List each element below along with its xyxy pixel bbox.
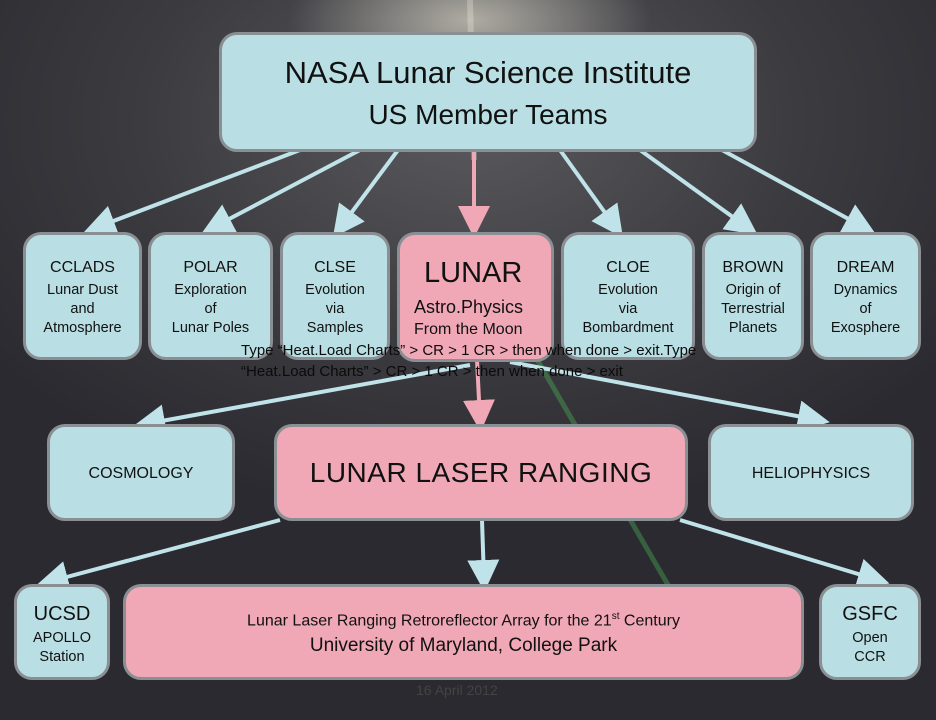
team-name: DREAM xyxy=(836,259,895,276)
arrow-to-gsfc xyxy=(679,518,890,590)
lunar-line1: Astro.Physics xyxy=(414,297,524,317)
arrow-to-cloe xyxy=(558,148,623,238)
arrow-to-cosmology xyxy=(133,363,471,437)
gsfc-name: GSFC xyxy=(842,603,898,625)
header-title: NASA Lunar Science Institute xyxy=(284,55,692,90)
ucsd-name: UCSD xyxy=(33,603,91,625)
cosmology-label: COSMOLOGY xyxy=(88,465,194,482)
arrow-to-llrra xyxy=(467,519,500,592)
team-box-lunar: LUNAR Astro.Physics From the Moon xyxy=(397,232,554,362)
team-name: BROWN xyxy=(722,259,784,276)
arrow-to-polar xyxy=(201,148,361,234)
header-subtitle: US Member Teams xyxy=(368,99,608,130)
blue-arrows xyxy=(36,148,890,593)
arrow-to-heliophysics xyxy=(509,360,830,433)
llrra-institution: University of Maryland, College Park xyxy=(309,635,618,656)
llr-box: LUNAR LASER RANGING xyxy=(274,424,688,521)
footer-date: 16 April 2012 xyxy=(416,682,498,698)
llrra-box: Lunar Laser Ranging Retroreflector Array… xyxy=(123,584,804,680)
llrra-title: Lunar Laser Ranging Retroreflector Array… xyxy=(247,611,680,630)
team-name: CCLADS xyxy=(50,259,115,276)
arrow-to-dream xyxy=(721,148,876,234)
heliophysics-label: HELIOPHYSICS xyxy=(751,465,871,482)
arrow-to-clse xyxy=(332,148,400,238)
arrow-to-ucsd xyxy=(36,518,281,593)
lunar-name: LUNAR xyxy=(424,257,523,289)
cosmology-box: COSMOLOGY xyxy=(47,424,235,521)
team-name: CLSE xyxy=(314,259,356,276)
llr-label: LUNAR LASER RANGING xyxy=(309,457,653,488)
lunar-line2: From the Moon xyxy=(414,321,523,338)
header-box: NASA Lunar Science Institute US Member T… xyxy=(219,32,757,152)
arrow-to-brown xyxy=(638,148,758,236)
overlay-instruction-text: Type “Heat.Load Charts” > CR > 1 CR > th… xyxy=(241,342,697,380)
arrow-to-cclads xyxy=(83,148,301,236)
heliophysics-box: HELIOPHYSICS xyxy=(708,424,914,521)
team-name: CLOE xyxy=(606,259,650,276)
team-name: POLAR xyxy=(183,259,238,276)
